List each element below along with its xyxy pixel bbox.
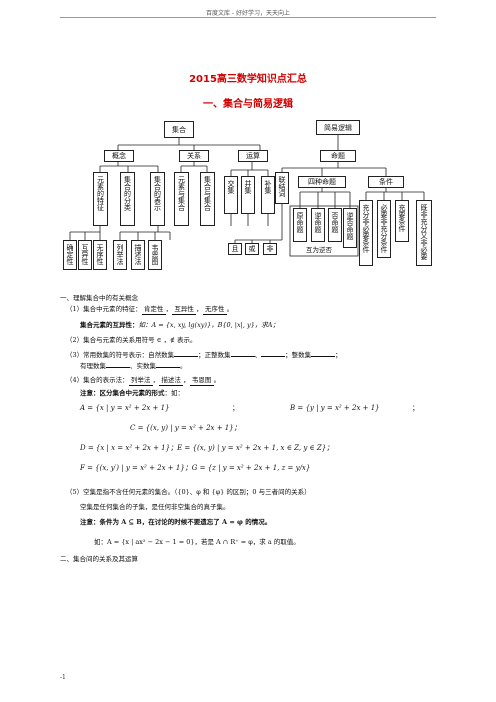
eq-sep: ； — [232, 404, 239, 412]
node-element-set: 元素与集合 — [174, 172, 189, 226]
eq-sep-2: ； — [412, 404, 419, 412]
node-distinctness: 互异性 — [78, 240, 92, 270]
node-four-props: 四种命题 — [298, 176, 346, 188]
header-rule — [60, 17, 436, 18]
line-membership: （2）集合与元素的关系用符号 ∈ ，∉ 表示。 — [66, 336, 197, 344]
section-title: 一、集合与简易逻辑 — [203, 99, 293, 110]
node-union: 并集 — [241, 176, 255, 214]
node-condition: 条件 — [368, 176, 404, 188]
node-relation: 关系 — [179, 150, 209, 162]
page-number: -1 — [60, 674, 66, 681]
line-number-sets: （3）常用数集的符号表示：自然数集；正整数集、；整数集； — [66, 351, 342, 359]
line-representation: （4）集合的表示法：列举法，描述法，韦恩图。 — [66, 376, 221, 386]
node-complement: 补集 — [261, 176, 275, 214]
eq-b: B = {y | y = x² + 2x + 1} — [290, 404, 380, 412]
node-or: 或 — [245, 243, 259, 255]
node-inverse-prop: 否命题 — [328, 208, 342, 242]
section-2-heading: 二、集合间的关系及其运算 — [60, 555, 138, 563]
node-neither: 既非充分又非必要 — [416, 200, 432, 266]
node-and: 且 — [228, 243, 242, 255]
node-contrapositive-prop: 逆否命题 — [343, 208, 357, 248]
line-example-a: 如：A = {x | ax² − 2x − 1 = 0}，若是 A ∩ R⁺ =… — [94, 538, 300, 546]
node-iff: 充要条件 — [395, 200, 409, 242]
eq-a: A = {x | y = x² + 2x + 1} — [80, 404, 170, 412]
node-element-features: 元素的特征 — [93, 172, 108, 226]
line-number-sets-2: 有理数集、实数集。 — [80, 362, 187, 370]
node-set-representation: 集合的表示 — [150, 172, 165, 226]
line-empty-subset: 空集是任何集合的子集，是任何非空集合的真子集。 — [80, 503, 230, 511]
node-certainty: 确定性 — [63, 240, 77, 270]
line-element-features: （1）集合中元素的特征：肯定性，互异性，无序性。 — [66, 305, 234, 315]
node-enumeration: 列举法 — [113, 240, 127, 270]
node-logic: 简易逻辑 — [316, 120, 360, 135]
node-sufficient: 充分非必要条件 — [359, 200, 373, 266]
node-original-prop: 原命题 — [293, 208, 307, 242]
line-notice-forms: 注意：区分集合中元素的形式：如： — [80, 389, 184, 397]
node-intersection: 交集 — [224, 176, 238, 214]
node-unordered: 无序性 — [93, 240, 107, 270]
section-1-heading: 一、理解集合中的有关概念 — [60, 294, 138, 302]
line-empty-set: （5）空集是指不含任何元素的集合。（{0}、φ 和 {φ} 的区别；0 与三者间… — [66, 488, 311, 496]
node-description: 描述法 — [131, 240, 145, 270]
node-set-classification: 集合的分类 — [120, 172, 135, 226]
node-not: 非 — [263, 243, 277, 255]
node-proposition: 命题 — [320, 150, 356, 162]
eq-d-e: D = {x | x = x² + 2x + 1}；E = {(x, y) | … — [80, 444, 334, 452]
eq-f-g: F = {(x, y′) | y = x² + 2x + 1}；G = {z |… — [80, 464, 311, 472]
node-venn: 韦恩图 — [148, 240, 162, 270]
label-contrapositive: 互为逆否 — [306, 246, 332, 254]
node-converse-prop: 逆命题 — [311, 208, 325, 242]
node-operation: 运算 — [238, 150, 268, 162]
node-set-set: 集合与集合 — [200, 172, 215, 226]
node-connective: 联结词 — [275, 172, 289, 204]
node-necessary: 必要非充分条件 — [377, 200, 391, 258]
eq-c: C = {(x, y) | y = x² + 2x + 1}； — [130, 424, 241, 432]
node-concept: 概念 — [104, 150, 134, 162]
line-distinctness-example: 集合元素的互异性：如：A = {x, xy, lg(xy)}，B{0, |x|,… — [80, 321, 279, 329]
document-title: 2015高三数学知识点汇总 — [189, 74, 307, 85]
node-set: 集合 — [164, 121, 194, 138]
line-notice-condition: 注意：条件为 A ⊆ B，在讨论的时候不要遗忘了 A = φ 的情况。 — [80, 518, 272, 526]
page-header: 百度文库 - 好好学习，天天向上 — [206, 10, 290, 17]
